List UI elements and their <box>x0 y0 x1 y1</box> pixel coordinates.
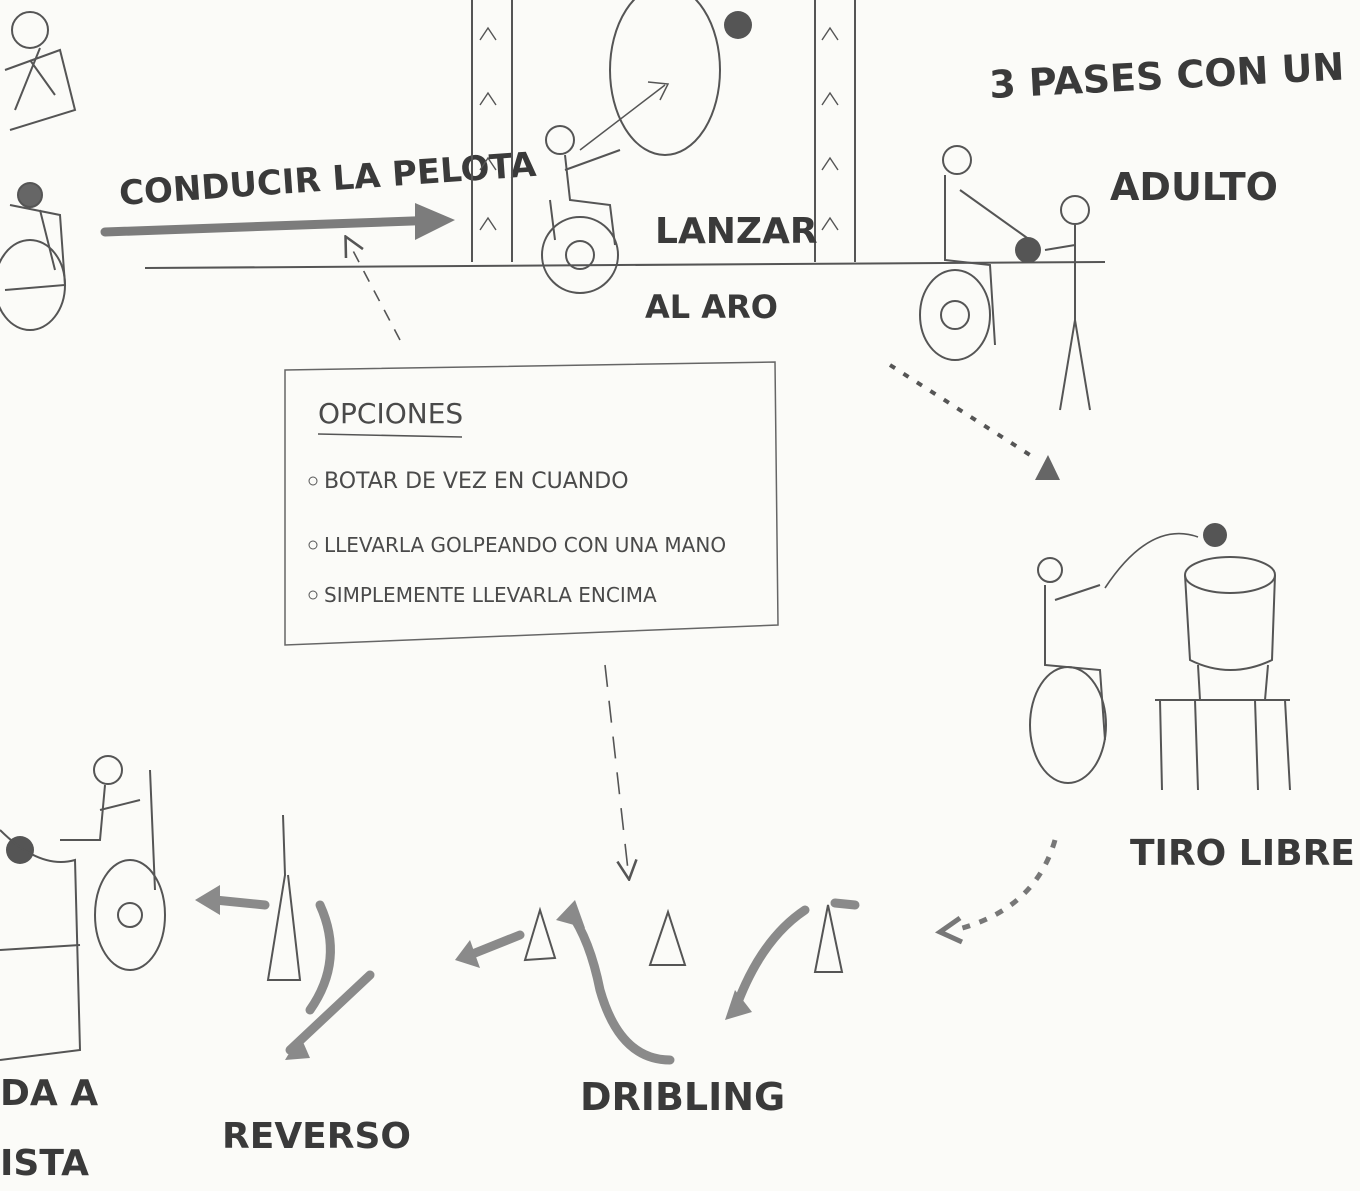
hoop-icon <box>609 0 721 156</box>
label-dribling: DRIBLING <box>580 1075 785 1119</box>
ball-icon <box>1015 237 1041 263</box>
person-icon <box>1044 195 1091 411</box>
label-lanzar: LANZAR <box>655 211 818 252</box>
wheelchair-icon <box>1029 557 1107 784</box>
throw-arrow <box>579 84 666 151</box>
wheelchair-icon <box>60 755 166 971</box>
hoop-icon <box>1155 556 1291 791</box>
cone-icon <box>1035 455 1060 480</box>
option-item-1: BOTAR DE VEZ EN CUANDO <box>324 469 629 494</box>
wheelchair-icon <box>919 145 1031 361</box>
label-reverso: REVERSO <box>222 1116 411 1157</box>
options-box: OPCIONES BOTAR DE VEZ EN CUANDO LLEVARLA… <box>284 361 779 646</box>
label-pases-line1: 3 PASES CON UN <box>988 44 1345 107</box>
label-left-line1: DA A <box>0 1073 98 1114</box>
cone-icon <box>648 908 687 966</box>
court-line <box>144 261 1106 269</box>
cone-icon <box>523 906 557 962</box>
ball-icon <box>1203 523 1227 547</box>
option-item-2: LLEVARLA GOLPEANDO CON UNA MANO <box>324 533 726 557</box>
label-tiro-libre: TIRO LIBRE <box>1130 833 1355 874</box>
wheelchair-icon <box>541 125 621 294</box>
label-conducir-la-pelota: CONDUCIR LA PELOTA <box>118 145 538 214</box>
dashed-pointer-arrow <box>350 245 401 341</box>
hoop-icon <box>0 829 82 1061</box>
cone-icon <box>266 814 302 981</box>
cone-icon <box>813 904 844 973</box>
slalom-arrows <box>465 898 860 1065</box>
ball-icon <box>724 11 752 39</box>
arrow-icon <box>100 203 455 240</box>
dashed-path-arrow <box>888 363 1032 457</box>
label-pases-line2: ADULTO <box>1110 165 1278 209</box>
wheelchair-icon <box>0 11 77 331</box>
label-left-line2: ISTA <box>0 1143 89 1184</box>
label-al-aro: AL ARO <box>645 288 778 326</box>
reverse-arrows <box>210 895 375 1055</box>
hoop-frame <box>471 0 856 262</box>
options-title: OPCIONES <box>318 397 463 430</box>
option-item-3: SIMPLEMENTE LLEVARLA ENCIMA <box>324 583 657 607</box>
dashed-path-arrow <box>954 839 1058 933</box>
dashed-pointer-arrow <box>604 664 628 870</box>
throw-arrow <box>1104 532 1199 589</box>
